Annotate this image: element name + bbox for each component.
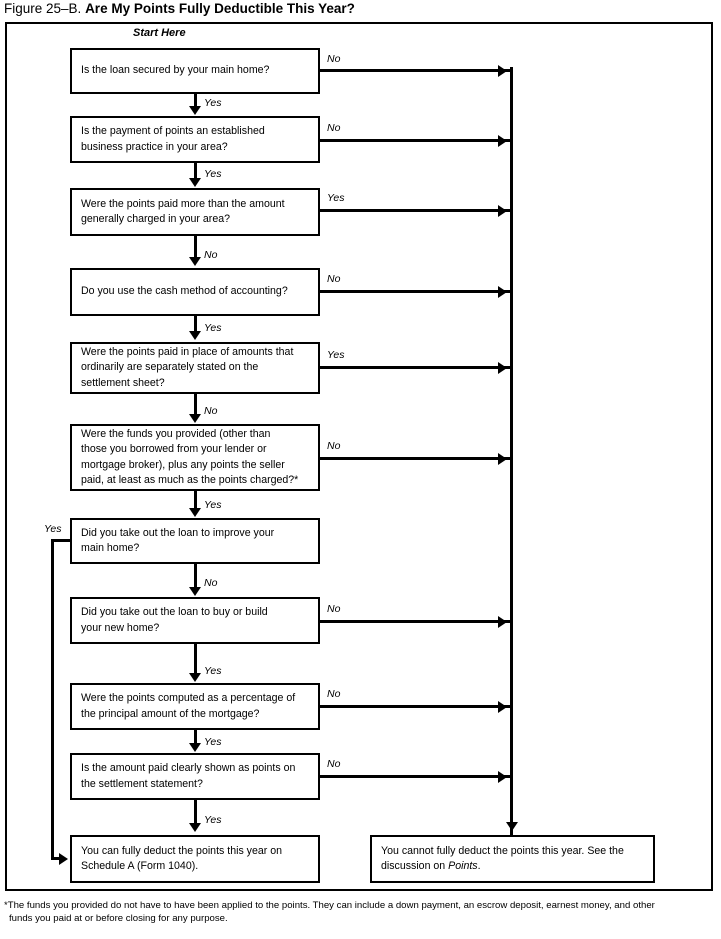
edge-label-q7-yes: Yes (44, 523, 62, 535)
connector-q3-q4 (193, 236, 197, 258)
connector-q9-q10 (193, 730, 197, 744)
decision-node-q1[interactable]: Is the loan secured by your main home? (70, 48, 320, 94)
arrow-q7-q8 (189, 587, 201, 596)
edge-label-q1-yes: Yes (204, 97, 222, 109)
footnote-line-1: *The funds you provided do not have to h… (4, 900, 655, 911)
figure-title-text: Are My Points Fully Deductible This Year… (85, 1, 355, 16)
branch-line-q9-right (320, 705, 512, 708)
node-text: Were the points computed as a percentage… (81, 692, 296, 720)
arrow-q8-q9 (189, 673, 201, 682)
not-deductible-text-pre: You cannot fully deduct the points this … (381, 844, 624, 873)
edge-label-q2-yes: Yes (204, 168, 222, 180)
connector-q10-outcome (193, 800, 197, 824)
decision-node-q9[interactable]: Were the points computed as a percentage… (70, 683, 320, 730)
node-text: Is the amount paid clearly shown as poin… (81, 762, 296, 790)
connector-q4-q5 (193, 316, 197, 332)
right-spine-line (510, 67, 513, 835)
edge-label-q4-no: No (327, 273, 341, 285)
arrow-left-loop-into-outcome (59, 852, 68, 865)
branch-line-q5-right (320, 366, 512, 369)
edge-label-q10-no: No (327, 758, 341, 770)
outcome-node-deductible[interactable]: You can fully deduct the points this yea… (70, 835, 320, 883)
branch-line-q6-right (320, 457, 512, 460)
figure-number: Figure 25–B. (4, 1, 82, 16)
outcome-node-not-deductible[interactable]: You cannot fully deduct the points this … (370, 835, 655, 883)
decision-node-q2[interactable]: Is the payment of points an established … (70, 116, 320, 163)
edge-label-q3-no: No (204, 249, 218, 261)
edge-label-q6-yes: Yes (204, 499, 222, 511)
decision-node-q6[interactable]: Were the funds you provided (other than … (70, 424, 320, 491)
left-loop-vertical (51, 539, 54, 859)
edge-label-q4-yes: Yes (204, 322, 222, 334)
decision-node-q10[interactable]: Is the amount paid clearly shown as poin… (70, 753, 320, 800)
edge-label-q6-no: No (327, 440, 341, 452)
arrow-q10-outcome (189, 823, 201, 832)
node-text: You can fully deduct the points this yea… (81, 844, 283, 873)
page-title: Figure 25–B. Are My Points Fully Deducti… (4, 1, 355, 16)
node-text: Were the points paid in place of amounts… (81, 345, 294, 389)
arrow-q10-right (498, 770, 507, 783)
arrow-q6-q7 (189, 508, 201, 517)
left-loop-into-outcome (51, 857, 62, 860)
connector-q6-q7 (193, 491, 197, 509)
connector-q2-q3 (193, 163, 197, 179)
arrow-q9-right (498, 700, 507, 713)
branch-line-q8-right (320, 620, 512, 623)
edge-label-q2-no: No (327, 122, 341, 134)
arrow-q8-right (498, 615, 507, 628)
arrow-q4-right (498, 285, 507, 298)
right-spine-arrow-into-outcome (505, 822, 518, 831)
node-text: You cannot fully deduct the points this … (372, 844, 624, 875)
arrow-q9-q10 (189, 743, 201, 752)
node-text: Is the payment of points an established … (81, 125, 265, 153)
arrow-q1-right (498, 64, 507, 77)
node-text: Were the funds you provided (other than … (81, 427, 299, 487)
branch-line-q4-right (320, 290, 512, 293)
decision-node-q5[interactable]: Were the points paid in place of amounts… (70, 342, 320, 394)
connector-q1-q2 (193, 94, 197, 107)
branch-line-q1-right (320, 69, 512, 72)
arrow-q3-q4 (189, 257, 201, 266)
arrow-q2-q3 (189, 178, 201, 187)
arrow-q5-q6 (189, 414, 201, 423)
connector-q8-q9 (193, 644, 197, 674)
connector-q5-q6 (193, 394, 197, 415)
edge-label-q1-no: No (327, 53, 341, 65)
decision-node-q8[interactable]: Did you take out the loan to buy or buil… (70, 597, 320, 644)
decision-node-q7[interactable]: Did you take out the loan to improve you… (70, 518, 320, 564)
arrow-q4-q5 (189, 331, 201, 340)
arrow-q6-right (498, 452, 507, 465)
edge-label-q3-yes: Yes (327, 192, 345, 204)
branch-line-q3-right (320, 209, 512, 212)
edge-label-q9-yes: Yes (204, 736, 222, 748)
branch-line-q10-right (320, 775, 512, 778)
edge-label-q5-no: No (204, 405, 218, 417)
edge-label-q9-no: No (327, 688, 341, 700)
footnote-line-2: funds you paid at or before closing for … (9, 913, 228, 924)
branch-line-q2-right (320, 139, 512, 142)
node-text: Were the points paid more than the amoun… (81, 197, 285, 226)
arrow-q5-right (498, 361, 507, 374)
connector-q7-q8 (193, 564, 197, 588)
not-deductible-text-post: . (477, 860, 481, 872)
points-italic-term: Points (448, 860, 478, 872)
arrow-q1-q2 (189, 106, 201, 115)
decision-node-q3[interactable]: Were the points paid more than the amoun… (70, 188, 320, 236)
node-text: Did you take out the loan to improve you… (81, 526, 275, 555)
edge-label-q10-yes: Yes (204, 814, 222, 826)
node-text: Do you use the cash method of accounting… (81, 285, 288, 298)
arrow-q2-right (498, 134, 507, 147)
node-text: Did you take out the loan to buy or buil… (81, 606, 268, 634)
arrow-q3-right (498, 204, 507, 217)
footnote: *The funds you provided do not have to h… (4, 899, 718, 925)
edge-label-q7-no: No (204, 577, 218, 589)
branch-line-q7-left (51, 539, 72, 542)
edge-label-q8-yes: Yes (204, 665, 222, 677)
edge-label-q5-yes: Yes (327, 349, 345, 361)
edge-label-q8-no: No (327, 603, 341, 615)
start-here-label: Start Here (133, 27, 186, 39)
chart-frame (5, 22, 713, 891)
decision-node-q4[interactable]: Do you use the cash method of accounting… (70, 268, 320, 316)
node-text: Is the loan secured by your main home? (81, 64, 270, 77)
